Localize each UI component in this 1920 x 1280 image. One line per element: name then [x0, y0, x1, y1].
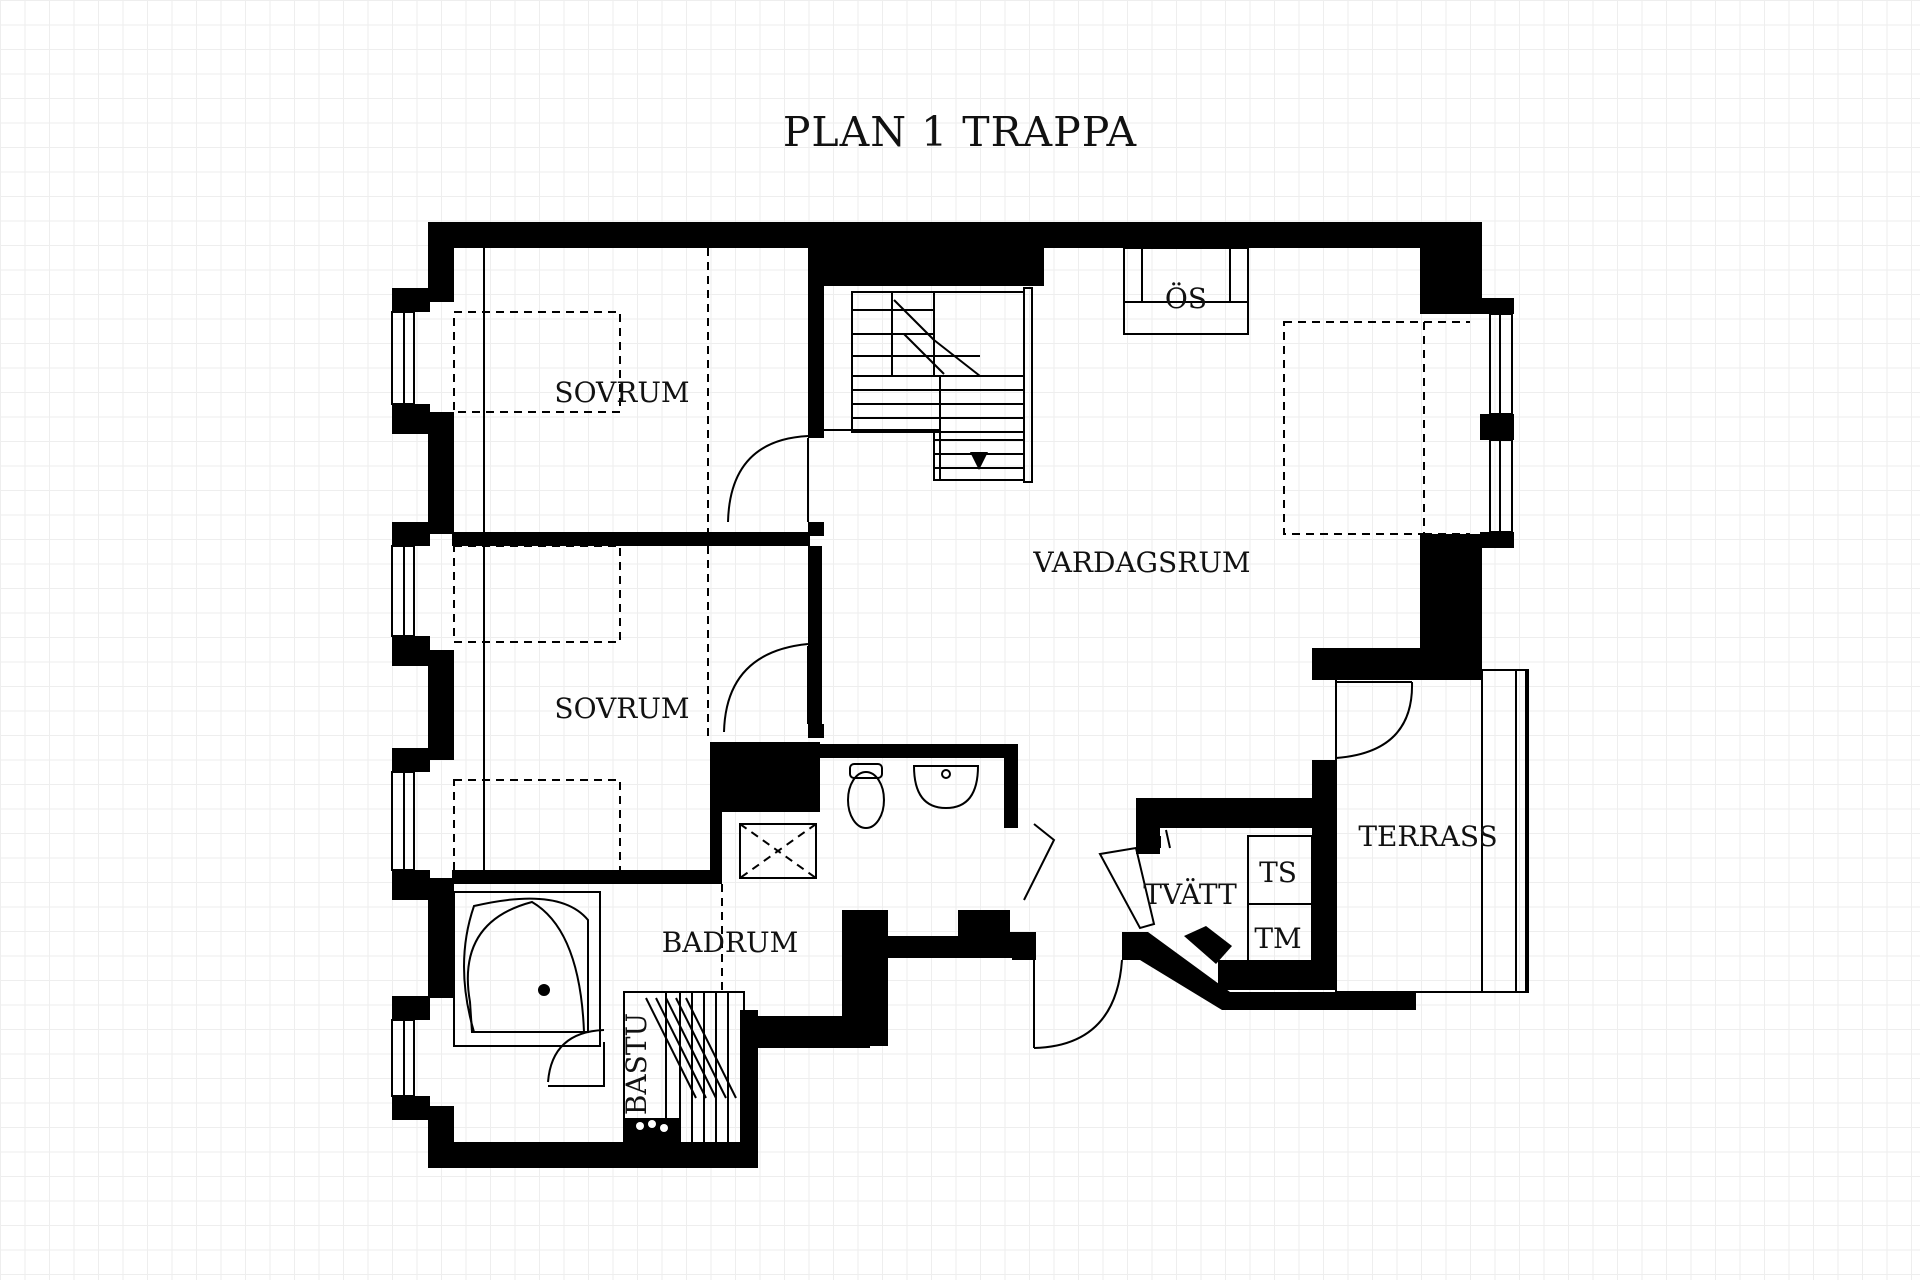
- doors: [547, 435, 1414, 1087]
- room-label-badrum: BADRUM: [662, 926, 799, 959]
- sauna-heater-icon: [624, 1118, 680, 1142]
- room-label-tvatt: TVÄTT: [1143, 878, 1237, 911]
- dashed-furniture: [453, 248, 1470, 992]
- room-label-tm: TM: [1254, 922, 1301, 955]
- room-label-ts: TS: [1259, 856, 1297, 889]
- room-label-terrass: TERRASS: [1358, 820, 1497, 853]
- stair-arrow-icon: [970, 452, 988, 470]
- room-label-bastu: BASTU: [620, 1013, 653, 1115]
- room-label-sovrum-2: SOVRUM: [554, 692, 689, 725]
- windows: [391, 311, 1513, 1097]
- plan-title: PLAN 1 TRAPPA: [782, 108, 1138, 156]
- room-label-vardagsrum: VARDAGSRUM: [1032, 546, 1250, 579]
- room-label-sovrum-1: SOVRUM: [554, 376, 689, 409]
- room-label-os: ÖS: [1165, 281, 1207, 315]
- walls: [392, 222, 1514, 1168]
